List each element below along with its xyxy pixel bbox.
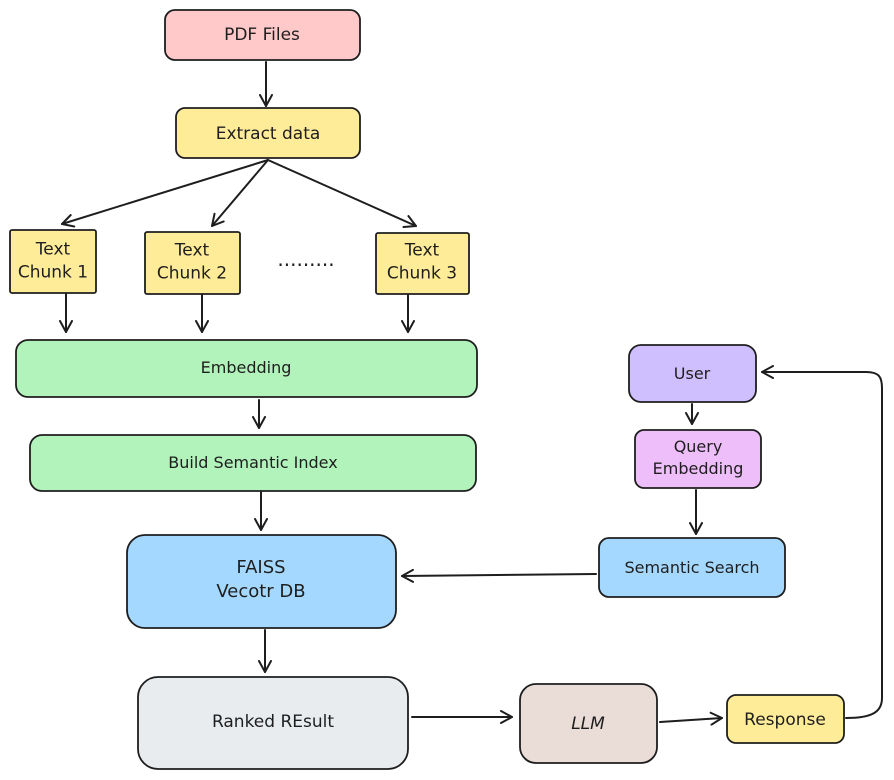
label-line: Embedding [653, 458, 744, 477]
edge-extract-to-chunk3 [267, 159, 417, 228]
edge-extract-to-chunk1 [61, 159, 269, 228]
node-user: User [628, 344, 757, 403]
label-line: ......... [277, 247, 334, 271]
node-pdf-files-label: PDF Files [224, 25, 300, 45]
node-response: Response [726, 694, 845, 744]
node-semantic-search-label: Semantic Search [624, 558, 759, 577]
node-semantic-search: Semantic Search [598, 537, 786, 598]
node-response-label: Response [744, 710, 826, 730]
label-line: PDF Files [224, 25, 300, 45]
node-build-index-label: Build Semantic Index [168, 453, 337, 472]
node-extract-data: Extract data [175, 107, 361, 159]
edge-search-to-faiss [401, 568, 597, 583]
label-line: Text [35, 240, 71, 260]
ellipsis-more-chunks: ......... [277, 247, 334, 271]
edge-llm-to-response [659, 711, 723, 726]
label-line: FAISS [236, 557, 285, 578]
node-embedding-label: Embedding [201, 358, 292, 377]
node-build-index: Build Semantic Index [29, 434, 477, 492]
label-line: Text [404, 241, 440, 261]
label-line: Embedding [201, 358, 292, 377]
label-line: Semantic Search [624, 558, 759, 577]
node-pdf-files: PDF Files [164, 9, 361, 61]
label-line: Chunk 1 [18, 262, 88, 282]
node-ranked-result-label: Ranked REsult [212, 712, 334, 732]
label-line: Chunk 3 [387, 263, 457, 283]
edge-extract-to-chunk2 [211, 159, 269, 227]
node-llm-label: LLM [571, 714, 605, 734]
node-faiss-label: FAISS Vecotr DB [216, 557, 305, 602]
label-line: User [674, 364, 711, 383]
label-line: Response [744, 710, 826, 730]
label-line: Extract data [216, 124, 321, 144]
node-ranked-result: Ranked REsult [137, 676, 409, 770]
label-line: Query [674, 437, 723, 456]
label-line: LLM [571, 714, 605, 734]
node-llm: LLM [519, 683, 658, 764]
edges [59, 61, 883, 726]
label-line: Chunk 2 [157, 263, 227, 283]
node-faiss-db: FAISS Vecotr DB [126, 534, 397, 629]
edge-response-to-user [761, 365, 883, 719]
node-embedding: Embedding [15, 339, 478, 398]
node-extract-data-label: Extract data [216, 124, 321, 144]
label-line: Ranked REsult [212, 712, 334, 732]
label-line: Build Semantic Index [168, 453, 337, 472]
label-line: Text [174, 241, 210, 261]
label-line: Vecotr DB [216, 581, 305, 602]
node-user-label: User [674, 364, 711, 383]
